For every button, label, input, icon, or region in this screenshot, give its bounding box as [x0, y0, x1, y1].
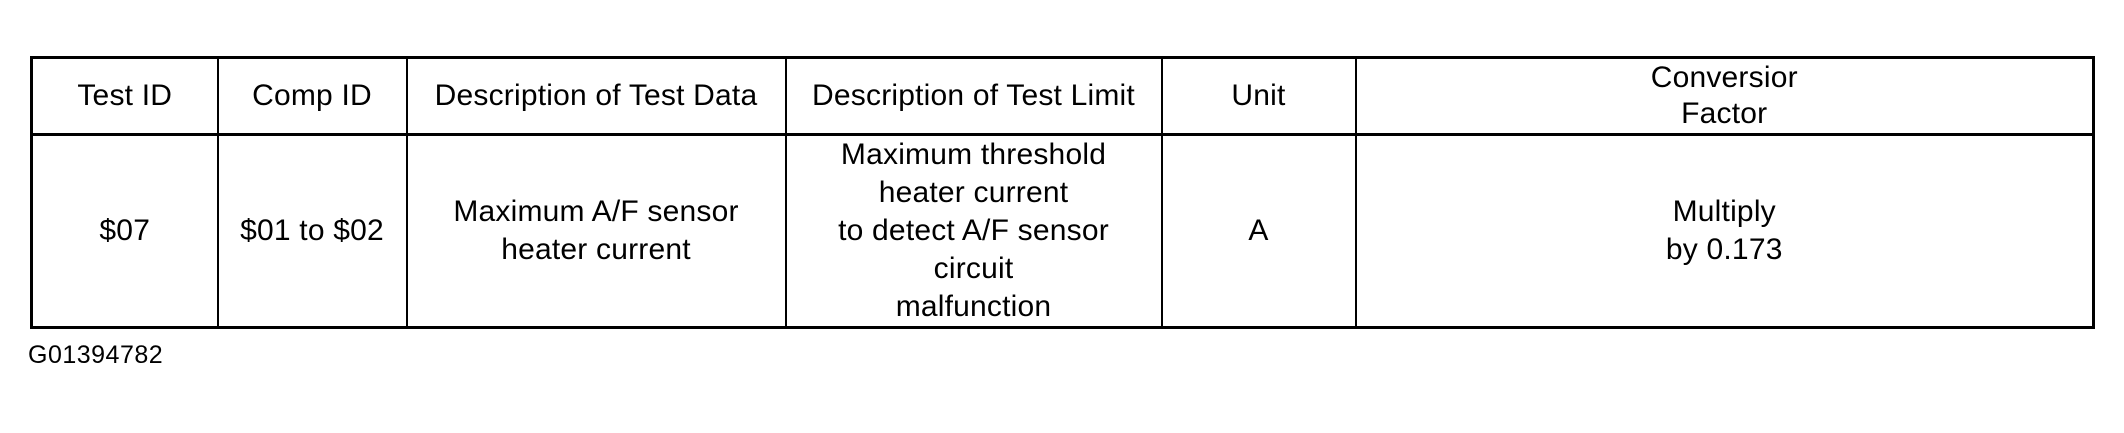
column-header-description-of-test-limit: Description of Test Limit — [784, 56, 1163, 136]
cell-description-of-test-data: Maximum A/F sensor heater current — [405, 133, 787, 329]
cell-test-id-value: $07 — [99, 214, 151, 247]
cell-description-of-test-data-value: Maximum A/F sensor heater current — [453, 195, 739, 266]
cell-conversion-factor-value: Multiply by 0.173 — [1665, 195, 1783, 266]
column-header-conversion-factor: Conversior Factor — [1354, 56, 2095, 136]
cell-test-id: $07 — [30, 133, 219, 329]
table-header: Test ID Comp ID Description of Test Data… — [30, 56, 2095, 136]
column-header-unit-label: Unit — [1231, 79, 1286, 112]
column-header-description-of-test-data-label: Description of Test Data — [434, 79, 758, 112]
cell-conversion-factor: Multiply by 0.173 — [1354, 133, 2095, 329]
column-header-comp-id-label: Comp ID — [252, 79, 372, 112]
table-row: $07 $01 to $02 Maximum A/F sensor heater… — [30, 133, 2095, 329]
column-header-description-of-test-limit-label: Description of Test Limit — [812, 79, 1135, 112]
cell-description-of-test-limit-value: Maximum threshold heater current to dete… — [838, 138, 1109, 323]
table-body: $07 $01 to $02 Maximum A/F sensor heater… — [30, 133, 2095, 329]
figure-caption: G01394782 — [28, 341, 164, 369]
test-data-specification-table: Test ID Comp ID Description of Test Data… — [30, 56, 2095, 329]
cell-unit: A — [1160, 133, 1357, 329]
column-header-unit: Unit — [1160, 56, 1357, 136]
cell-comp-id: $01 to $02 — [216, 133, 408, 329]
table-header-row: Test ID Comp ID Description of Test Data… — [30, 56, 2095, 136]
column-header-test-id-label: Test ID — [77, 79, 173, 112]
cell-description-of-test-limit: Maximum threshold heater current to dete… — [784, 133, 1163, 329]
cell-comp-id-value: $01 to $02 — [240, 214, 384, 247]
column-header-conversion-factor-label: Conversior Factor — [1650, 61, 1798, 130]
column-header-description-of-test-data: Description of Test Data — [405, 56, 787, 136]
cell-unit-value: A — [1248, 214, 1269, 247]
column-header-comp-id: Comp ID — [216, 56, 408, 136]
column-header-test-id: Test ID — [30, 56, 219, 136]
